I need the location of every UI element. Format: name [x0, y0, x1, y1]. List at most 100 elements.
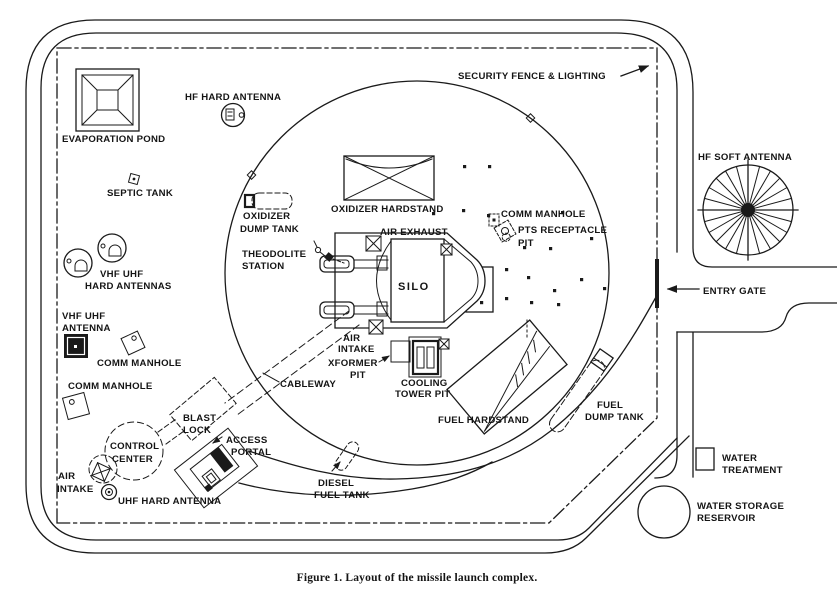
control-center-icon [88, 418, 185, 484]
fuel-dump-tank-label: DUMP TANK [585, 412, 644, 423]
water-storage-reservoir-label: WATER STORAGE [697, 501, 784, 512]
access-road-south-edge [676, 302, 837, 333]
crib-wall-curve [376, 240, 392, 321]
vhf-uhf-hard-antennas-label: VHF UHF [100, 269, 143, 280]
interior-road-outer-edge [248, 296, 657, 480]
air-intake-icon [91, 462, 111, 482]
inner-boundary-road [40, 32, 678, 541]
cableway-leader [262, 372, 280, 383]
hf-soft-antenna-icon [697, 159, 799, 261]
blast-lock-label: LOCK [183, 425, 211, 436]
entry-gate-label: ENTRY GATE [703, 286, 766, 297]
pts-receptacle-pit-label: PTS RECEPTACLE [518, 225, 607, 236]
cooling-tower-pit-label: TOWER PIT [395, 389, 450, 400]
diagram-labels: SECURITY FENCE & LIGHTING HF HARD ANTENN… [57, 71, 792, 584]
entry-gate-bar [655, 259, 659, 308]
fuel-dump-tank-icon [548, 347, 615, 433]
interior-roads [224, 80, 657, 496]
cableway-label: CABLEWAY [280, 379, 336, 390]
theodolite-station-label: STATION [242, 261, 284, 272]
comm-manhole-icon [120, 330, 146, 356]
xformer-pit-label: PIT [350, 370, 366, 381]
evaporation-pond-icon [75, 68, 140, 132]
vent-box-icon [438, 338, 450, 350]
uhf-hard-antenna-icon [100, 483, 118, 501]
air-intake-label: AIR [343, 333, 360, 344]
security-fence-arrow [620, 65, 650, 77]
vent-box-icon [440, 243, 453, 256]
xformer-pit-arrow [378, 355, 390, 363]
cooling-tower-pit-icon [390, 336, 450, 378]
oxidizer-dump-tank-label: DUMP TANK [240, 224, 299, 235]
control-center-label: CONTROL [110, 441, 159, 452]
access-portal-arrow [212, 436, 223, 444]
hf-hard-antenna-label: HF HARD ANTENNA [185, 92, 281, 103]
water-storage-reservoir-icon [637, 485, 691, 539]
blast-lock-label: BLAST [183, 413, 216, 424]
comm-manhole-ne-icon [488, 213, 500, 227]
water-treatment-icon [695, 447, 715, 471]
service-road-west-edge [654, 331, 678, 479]
diesel-fuel-tank-icon [334, 441, 360, 471]
silo-label: SILO [398, 281, 430, 293]
oxidizer-hardstand-icon [343, 155, 435, 201]
vhf-uhf-hard-antennas-icon [63, 233, 127, 278]
access-portal-icon [173, 427, 259, 509]
silo-outline [334, 232, 486, 329]
air-intake-label: INTAKE [57, 484, 94, 495]
water-treatment-label: WATER [722, 453, 757, 464]
septic-tank-label: SEPTIC TANK [107, 188, 173, 199]
vhf-uhf-antenna-icon [64, 334, 88, 358]
fuel-hardstand-label: FUEL HARDSTAND [438, 415, 529, 426]
oxidizer-dump-tank-label: OXIDIZER [243, 211, 290, 222]
figure-caption: Figure 1. Layout of the missile launch c… [297, 572, 538, 584]
exclusion-area-circle [224, 80, 610, 466]
comm-manhole-label: COMM MANHOLE [68, 381, 153, 392]
fuel-dump-tank-label: FUEL [597, 400, 623, 411]
theodolite-station-label: THEODOLITE [242, 249, 307, 260]
air-intake-icon [368, 319, 384, 335]
vhf-uhf-hard-antennas-label: HARD ANTENNAS [85, 281, 172, 292]
circle-marker-icon [246, 170, 257, 180]
pts-receptacle-pit-icon [493, 219, 517, 243]
air-intake-label: AIR [58, 471, 75, 482]
perimeter-boundary [25, 19, 837, 554]
access-portal-label: ACCESS [226, 435, 268, 446]
silo-shaft [390, 238, 445, 323]
xformer-pit-box [390, 340, 411, 363]
fuel-hardstand-icon [446, 319, 568, 435]
air-exhaust-icon [365, 235, 382, 252]
security-fence-line [56, 47, 658, 524]
vhf-uhf-antenna-label: ANTENNA [62, 323, 111, 334]
vhf-uhf-antenna-label: VHF UHF [62, 311, 105, 322]
oxidizer-hardstand-label: OXIDIZER HARDSTAND [331, 204, 444, 215]
theodolite-station-icon [313, 240, 345, 264]
oxidizer-dump-tank-icon [243, 192, 293, 210]
diesel-fuel-tank-label: DIESEL [318, 478, 354, 489]
comm-manhole-icon [61, 391, 91, 421]
evaporation-pond-label: EVAPORATION POND [62, 134, 165, 145]
septic-tank-icon [127, 172, 141, 186]
circle-marker-icon [525, 113, 536, 123]
silo-arm-south [319, 301, 389, 319]
hf-hard-antenna-icon [220, 102, 246, 128]
comm-manhole-label: COMM MANHOLE [501, 209, 586, 220]
blast-lock-icon [169, 376, 237, 442]
comm-manhole-label: COMM MANHOLE [97, 358, 182, 369]
cableway-lines [224, 310, 360, 416]
air-exhaust-label: AIR EXHAUST [380, 227, 448, 238]
silo-complex [319, 232, 494, 335]
diesel-fuel-tank-label: FUEL TANK [314, 490, 370, 501]
cooling-tower-pit-label: COOLING [401, 378, 448, 389]
water-storage-reservoir-label: RESERVOIR [697, 513, 756, 524]
pts-receptacle-pit-label: PIT [518, 238, 534, 249]
water-treatment-label: TREATMENT [722, 465, 783, 476]
outer-boundary-road [25, 19, 837, 554]
air-intake-label: INTAKE [338, 344, 375, 355]
uhf-hard-antenna-label: UHF HARD ANTENNA [118, 496, 221, 507]
security-fence-label: SECURITY FENCE & LIGHTING [458, 71, 606, 82]
access-portal-label: PORTAL [231, 447, 271, 458]
hf-soft-antenna-label: HF SOFT ANTENNA [698, 152, 792, 163]
